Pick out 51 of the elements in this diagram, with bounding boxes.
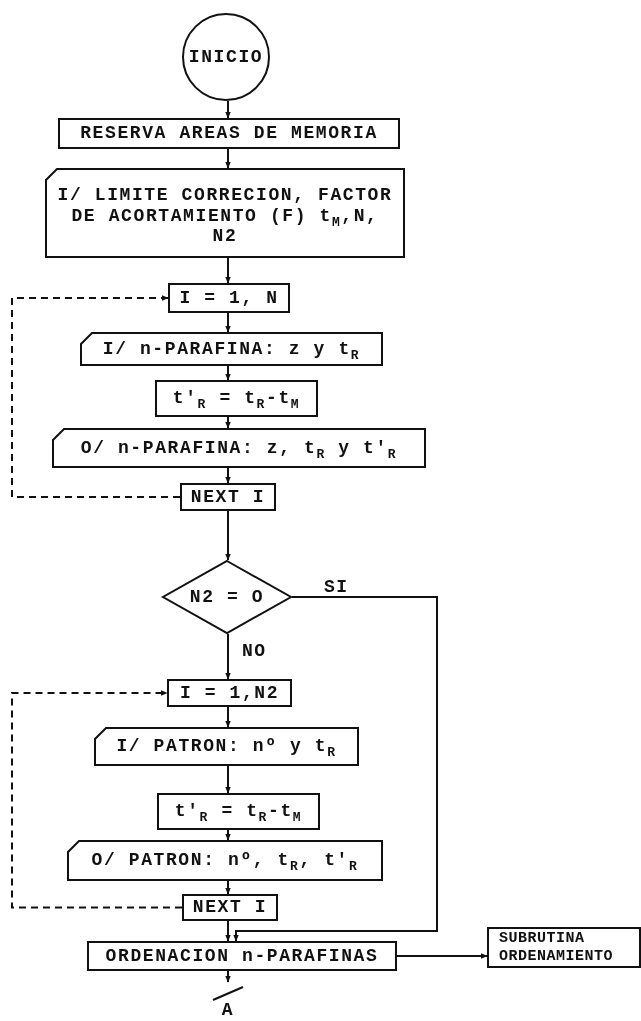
process-box bbox=[167, 679, 292, 707]
node-label: SUBRUTINA ORDENAMIENTO bbox=[499, 930, 615, 965]
process-box bbox=[157, 793, 320, 830]
process-box bbox=[168, 283, 290, 313]
arrow bbox=[225, 257, 231, 284]
node-label: RESERVA AREAS DE MEMORIA bbox=[80, 123, 378, 144]
arrow bbox=[225, 633, 231, 680]
node-label: A bbox=[221, 1000, 235, 1021]
process-box bbox=[87, 941, 397, 971]
node-label: t'$_{R}$ = t$_{R}$-t$_{M}$ bbox=[174, 801, 303, 822]
arrow bbox=[225, 148, 231, 169]
arrow bbox=[225, 829, 231, 841]
input-output-card bbox=[52, 428, 426, 468]
arrow bbox=[225, 100, 231, 119]
arrow bbox=[225, 312, 231, 333]
node-label: NEXT I bbox=[190, 486, 266, 508]
node-label: ORDENACION n-PARAFINAS bbox=[105, 945, 379, 967]
process-box bbox=[180, 483, 276, 511]
decision-diamond bbox=[162, 560, 292, 634]
arrow bbox=[11, 295, 181, 498]
arrow bbox=[225, 880, 231, 895]
arrow bbox=[396, 953, 488, 959]
input-output-card bbox=[67, 840, 383, 881]
node-label: I = 1,N2 bbox=[179, 682, 280, 704]
node-label: t'$_{R}$ = t$_{R}$-t$_{M}$ bbox=[172, 388, 301, 409]
node-label: I/ LIMITE CORRECION, FACTOR DE ACORTAMIENTO (F) t$_{M}$,N, N2 bbox=[56, 184, 394, 248]
input-output-card bbox=[45, 168, 405, 258]
node-label: I = 1, N bbox=[179, 287, 279, 309]
node-label: NEXT I bbox=[192, 897, 268, 918]
process-box bbox=[487, 927, 641, 968]
process-box bbox=[58, 118, 400, 149]
input-output-card bbox=[94, 727, 359, 766]
arrow bbox=[225, 467, 231, 484]
arrow bbox=[233, 596, 438, 942]
node-label: I/ PATRON: nº y t$_{R}$ bbox=[116, 736, 337, 757]
arrow bbox=[225, 706, 231, 728]
arrow bbox=[225, 920, 231, 942]
node-label: INICIO bbox=[188, 46, 264, 68]
process-box bbox=[155, 380, 318, 417]
node-label: I/ n-PARAFINA: z y t$_{R}$ bbox=[102, 338, 361, 360]
arrow bbox=[225, 365, 231, 381]
arrow bbox=[225, 510, 231, 561]
node-label: N2 = O bbox=[189, 586, 265, 608]
arrow bbox=[225, 416, 231, 429]
node-label: O/ PATRON: nº, t$_{R}$, t'$_{R}$ bbox=[91, 850, 359, 871]
arrow bbox=[225, 970, 231, 983]
process-box bbox=[182, 894, 278, 921]
node-label: O/ n-PARAFINA: z, t$_{R}$ y t'$_{R}$ bbox=[80, 437, 398, 459]
arrow bbox=[11, 690, 183, 909]
input-output-card bbox=[80, 332, 383, 366]
arrow bbox=[225, 765, 231, 794]
